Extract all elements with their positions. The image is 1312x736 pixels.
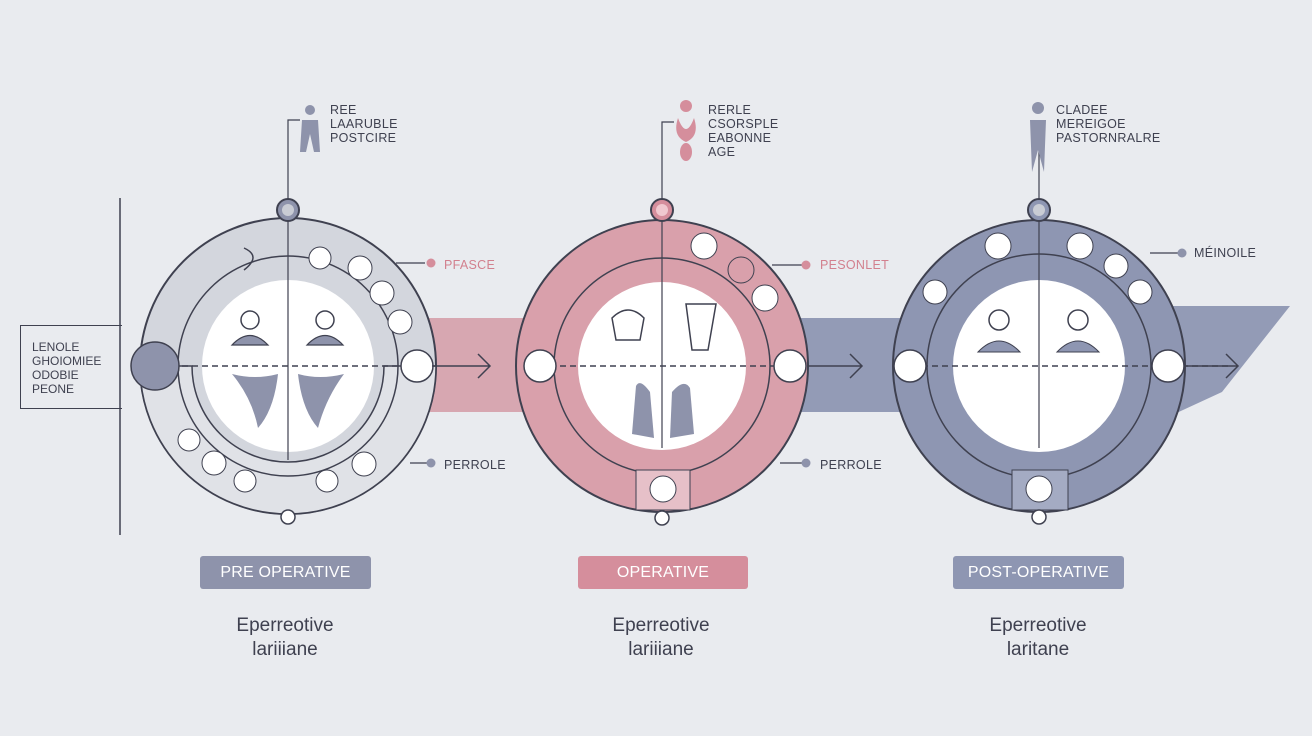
operative-top-line-1: RERLE — [708, 103, 752, 117]
person-icon-operative — [676, 100, 696, 161]
person-icon-pre — [300, 105, 320, 152]
post-caption-line-1: Eperreotive — [989, 615, 1087, 636]
operative-right-lower-label: PERROLE — [820, 458, 882, 472]
post-top-label: CLADEE MEREIGOE PASTORNRALRE — [1056, 103, 1161, 145]
ribbon-post-tail — [1150, 306, 1290, 416]
operative-caption: Eperreotive lariiiane — [561, 614, 761, 662]
side-panel-text: LENOLE GHOIOMIEE ODOBIE PEONE — [32, 340, 101, 396]
pre-top-line-2: LAARUBLE — [330, 117, 398, 131]
post-operative-pill: POST-OPERATIVE — [953, 556, 1124, 589]
operative-top-line-4: AGE — [708, 145, 736, 159]
operative-top-label: RERLE CSORSPLE EABONNE AGE — [708, 103, 778, 159]
pre-caption-line-2: lariiiane — [252, 639, 318, 660]
post-caption: Eperreotive laritane — [938, 614, 1138, 662]
pre-top-line-3: POSTCIRE — [330, 131, 397, 145]
side-line-3: ODOBIE — [32, 368, 79, 382]
post-top-line-3: PASTORNRALRE — [1056, 131, 1161, 145]
pre-right-lower-label: PERROLE — [444, 458, 506, 472]
pre-operative-pill: PRE OPERATIVE — [200, 556, 371, 589]
phase-operative-circle — [515, 198, 809, 526]
pre-caption-line-1: Eperreotive — [236, 615, 334, 636]
phase-post-circle — [892, 198, 1232, 525]
post-caption-line-2: laritane — [1006, 639, 1070, 660]
post-top-line-2: MEREIGOE — [1056, 117, 1126, 131]
pre-caption: Eperreotive lariiiane — [185, 614, 385, 662]
side-bracket — [20, 325, 122, 409]
post-right-upper-label: MÉINOILE — [1194, 246, 1257, 260]
pre-top-line-1: REE — [330, 103, 357, 117]
operative-top-line-2: CSORSPLE — [708, 117, 779, 131]
person-icon-post — [1030, 102, 1046, 172]
operative-caption-line-1: Eperreotive — [612, 615, 710, 636]
operative-caption-line-2: lariiiane — [628, 639, 694, 660]
side-line-2: GHOIOMIEE — [32, 354, 102, 368]
phase-pre-circle — [130, 198, 437, 525]
operative-pill: OPERATIVE — [578, 556, 748, 589]
pre-right-upper-label: PFASCE — [444, 258, 496, 272]
side-line-1: LENOLE — [32, 340, 80, 354]
operative-top-line-3: EABONNE — [708, 131, 772, 145]
post-top-line-1: CLADEE — [1056, 103, 1108, 117]
side-line-4: PEONE — [32, 382, 75, 396]
pre-top-label: REE LAARUBLE POSTCIRE — [330, 103, 398, 145]
operative-right-upper-label: PESONLET — [820, 258, 890, 272]
